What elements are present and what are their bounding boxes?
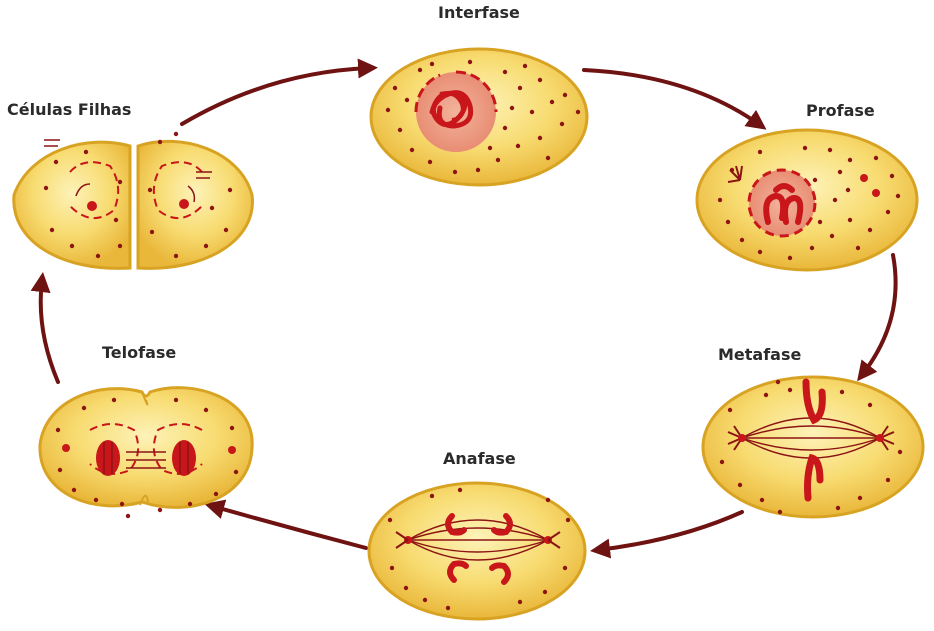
- spindle: [407, 519, 549, 561]
- nucleus: [416, 72, 496, 152]
- label-celulas-filhas: Células Filhas: [7, 100, 132, 119]
- organelle-dots: [719, 379, 903, 515]
- cell-celulas-filhas: [12, 131, 254, 270]
- arrow-profase-to-metafase: [857, 253, 898, 382]
- daughter-nucleus-left: [69, 161, 120, 219]
- chromosome-bottom: [804, 453, 824, 502]
- chromosome-upper-right: [491, 513, 513, 536]
- organelle-dots: [43, 131, 233, 259]
- cell-profase: [695, 128, 919, 272]
- label-profase: Profase: [806, 101, 875, 120]
- organelle-dots: [55, 397, 239, 519]
- cell-telofase: [38, 386, 254, 519]
- daughter-nucleus-left: [89, 423, 140, 476]
- cycle-arrows: [30, 58, 898, 559]
- arrow-telofase-to-filhas: [30, 272, 60, 384]
- cell-metafase: [701, 375, 925, 519]
- arrow-anafase-to-telofase: [204, 499, 368, 550]
- chromosomes: [763, 183, 804, 225]
- organelle-dots: [387, 487, 571, 611]
- aster-left: [727, 425, 743, 451]
- organelle-dots: [717, 145, 901, 261]
- chromosome-lower-right: [489, 562, 511, 585]
- organelle-dots: [385, 59, 581, 175]
- daughter-nucleus-right: [152, 423, 203, 476]
- label-anafase: Anafase: [443, 449, 516, 468]
- chromosome-upper-left: [445, 513, 467, 536]
- cell-anafase: [367, 481, 587, 621]
- cell-interfase: [369, 47, 589, 187]
- daughter-nucleus-right: [152, 161, 203, 219]
- label-metafase: Metafase: [718, 345, 802, 364]
- arrow-filhas-to-interfase: [180, 58, 378, 126]
- label-interfase: Interfase: [438, 3, 520, 22]
- label-telofase: Telofase: [102, 343, 177, 362]
- centriole-aster: [727, 165, 743, 183]
- chromosome-lower-left: [447, 560, 469, 583]
- arrow-interfase-to-profase: [582, 68, 767, 130]
- aster-right: [879, 425, 895, 451]
- chromosome-top: [802, 378, 826, 425]
- arrow-metafase-to-anafase: [590, 510, 744, 559]
